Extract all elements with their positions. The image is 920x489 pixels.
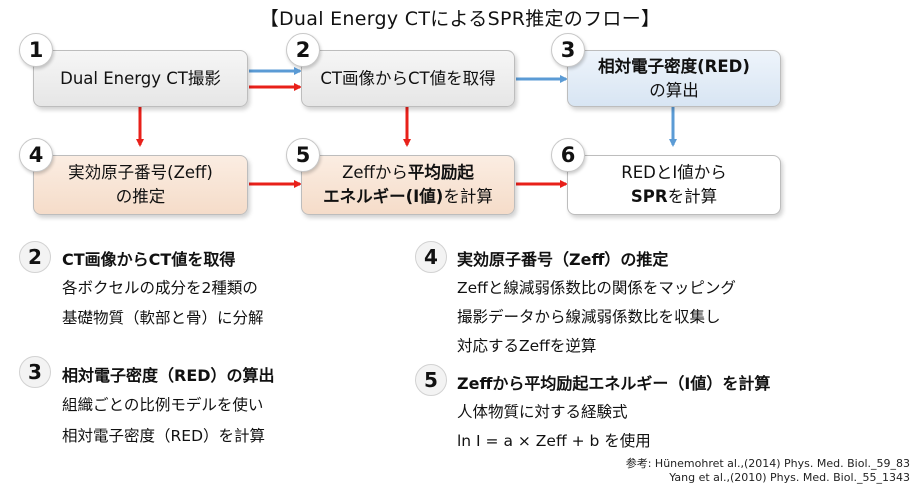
detail-number-5: 5	[415, 364, 447, 396]
step-5-label-line2: エネルギー(I値)を計算	[323, 185, 493, 209]
detail-5-line-2: ln I = a × Zeff + b を使用	[457, 432, 651, 450]
step-3-label-line2: の算出	[649, 80, 699, 100]
detail-4-line-3: 対応するZeffを逆算	[457, 337, 597, 355]
detail-number-4: 4	[415, 241, 447, 273]
detail-4-line-2: 撮影データから線減弱係数比を収集し	[457, 308, 721, 326]
detail-heading-3: 相対電子密度（RED）の算出	[62, 366, 275, 385]
step-number-3: 3	[551, 33, 585, 67]
step-5-label-calc: を計算	[443, 187, 493, 206]
detail-2-line-1: 各ボクセルの成分を2種類の	[62, 279, 258, 297]
step-box-1: Dual Energy CT撮影	[33, 50, 248, 107]
step-5-label-line1: Zeffから平均励起	[342, 161, 474, 185]
step-2-label: CT画像からCT値を取得	[320, 68, 496, 88]
step-3-label-line1: 相対電子密度(RED)	[598, 56, 750, 76]
detail-5-line-1: 人体物質に対する経験式	[457, 403, 628, 421]
reference-2: Yang et al.,(2010) Phys. Med. Biol._55_1…	[669, 471, 910, 484]
step-5-label-zeff: Zeffから	[342, 163, 408, 182]
detail-number-2: 2	[19, 241, 51, 273]
step-6-label-spr: SPR	[630, 187, 668, 206]
step-box-3: 相対電子密度(RED) の算出	[567, 50, 781, 107]
step-4-label-line2: の推定	[115, 187, 166, 206]
detail-number-3: 3	[19, 356, 51, 388]
step-number-2: 2	[286, 33, 320, 67]
detail-4-line-1: Zeffと線減弱係数比の関係をマッピング	[457, 279, 736, 297]
step-box-5: Zeffから平均励起 エネルギー(I値)を計算	[301, 155, 515, 215]
page-title: 【Dual Energy CTによるSPR推定のフロー】	[259, 8, 661, 30]
step-number-5: 5	[286, 138, 320, 172]
step-6-label-line1: REDとI値から	[621, 163, 727, 182]
detail-heading-4: 実効原子番号（Zeff）の推定	[457, 250, 669, 269]
step-4-label-line1: 実効原子番号(Zeff)	[68, 163, 213, 182]
detail-2-line-2: 基礎物質（軟部と骨）に分解	[62, 309, 264, 327]
step-box-4: 実効原子番号(Zeff) の推定	[33, 155, 248, 215]
reference-1: 参考: Hünemohret al.,(2014) Phys. Med. Bio…	[625, 457, 910, 470]
step-number-1: 1	[19, 33, 53, 67]
step-5-label-energy: エネルギー(I値)	[323, 187, 444, 206]
step-box-2: CT画像からCT値を取得	[301, 50, 515, 107]
step-number-4: 4	[19, 138, 53, 172]
step-number-6: 6	[551, 138, 585, 172]
step-6-label-calc: を計算	[667, 187, 718, 206]
detail-3-line-1: 組織ごとの比例モデルを使い	[62, 396, 264, 414]
detail-heading-2: CT画像からCT値を取得	[62, 250, 236, 269]
step-box-6: REDとI値から SPRを計算	[567, 155, 781, 215]
detail-3-line-2: 相対電子密度（RED）を計算	[62, 427, 265, 445]
step-1-label: Dual Energy CT撮影	[60, 68, 221, 88]
detail-heading-5: Zeffから平均励起エネルギー（I値）を計算	[457, 374, 771, 393]
step-5-label-excitation: 平均励起	[407, 163, 474, 182]
step-6-label-line2: SPRを計算	[631, 185, 717, 209]
